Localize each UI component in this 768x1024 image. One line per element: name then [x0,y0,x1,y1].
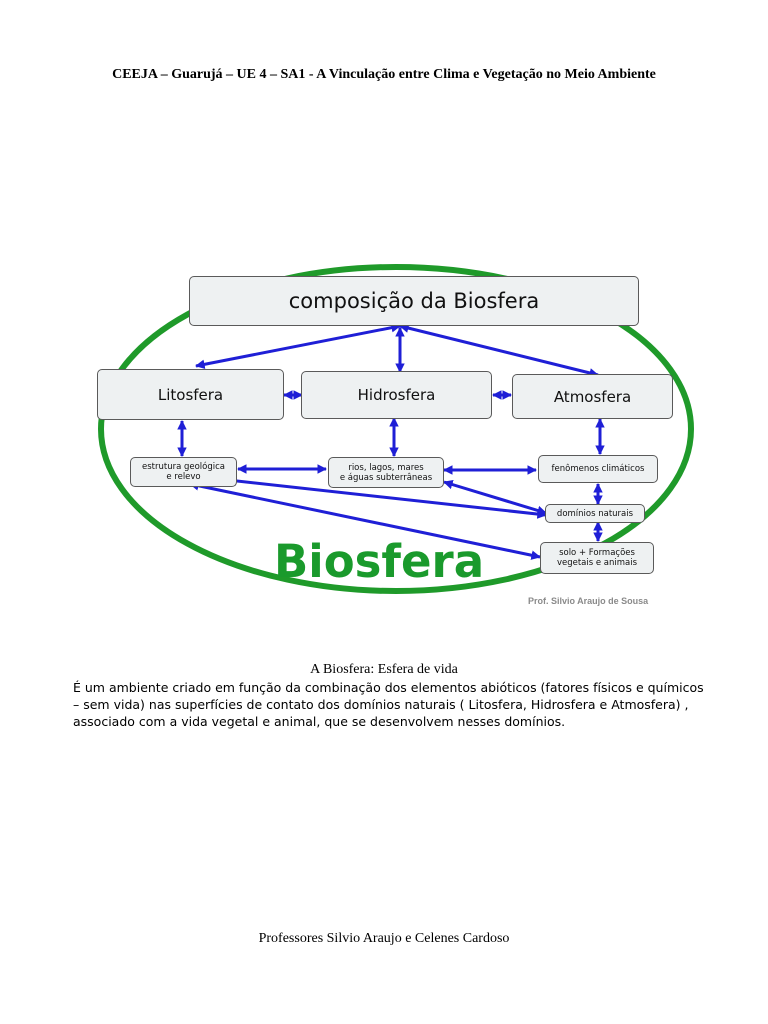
body-line-3: associado com a vida vegetal e animal, q… [73,714,566,729]
diagram-credit: Prof. Silvio Araujo de Sousa [528,596,649,606]
rios-line-2: e águas subterrâneas [339,472,433,483]
solo-line-1: solo + Formações [559,548,635,558]
biosfera-label: Biosfera [274,535,485,588]
box-fenomenos-climaticos: fenômenos climáticos [538,455,658,483]
box-atmosfera: Atmosfera [512,374,673,419]
box-estrutura-geologica: estrutura geológica e relevo [130,457,237,487]
estrutura-line-2: e relevo [166,472,201,482]
body-line-1: É um ambiente criado em função da combin… [73,680,704,695]
biosfera-diagram: composição da Biosfera Litosfera Hidrosf… [94,260,700,615]
body-line-2: – sem vida) nas superfícies de contato d… [73,697,689,712]
solo-line-2: vegetais e animais [556,558,638,568]
arrow-top-litosfera [195,322,401,370]
box-dominios-naturais: domínios naturais [545,504,645,523]
box-rios-lagos: rios, lagos, mares e águas subterrâneas [328,457,444,488]
body-paragraph: É um ambiente criado em função da combin… [73,679,704,730]
box-solo-formacoes: solo + Formações vegetais e animais [540,542,654,574]
box-composicao-biosfera: composição da Biosfera [189,276,639,326]
estrutura-line-1: estrutura geológica [141,462,226,472]
rios-line-1: rios, lagos, mares [348,462,424,473]
diagram-graphics [98,264,694,594]
document-header-title: CEEJA – Guarujá – UE 4 – SA1 - A Vincula… [112,67,656,82]
footer-authors: Professores Silvio Araujo e Celenes Card… [258,931,510,946]
biosfera-ellipse [98,264,694,594]
figure-caption: A Biosfera: Esfera de vida [310,662,458,677]
box-litosfera: Litosfera [97,369,284,420]
box-hidrosfera: Hidrosfera [301,371,492,419]
arrow-top-atmosfera [399,323,599,378]
arrow-estrutura-solo [189,481,541,560]
